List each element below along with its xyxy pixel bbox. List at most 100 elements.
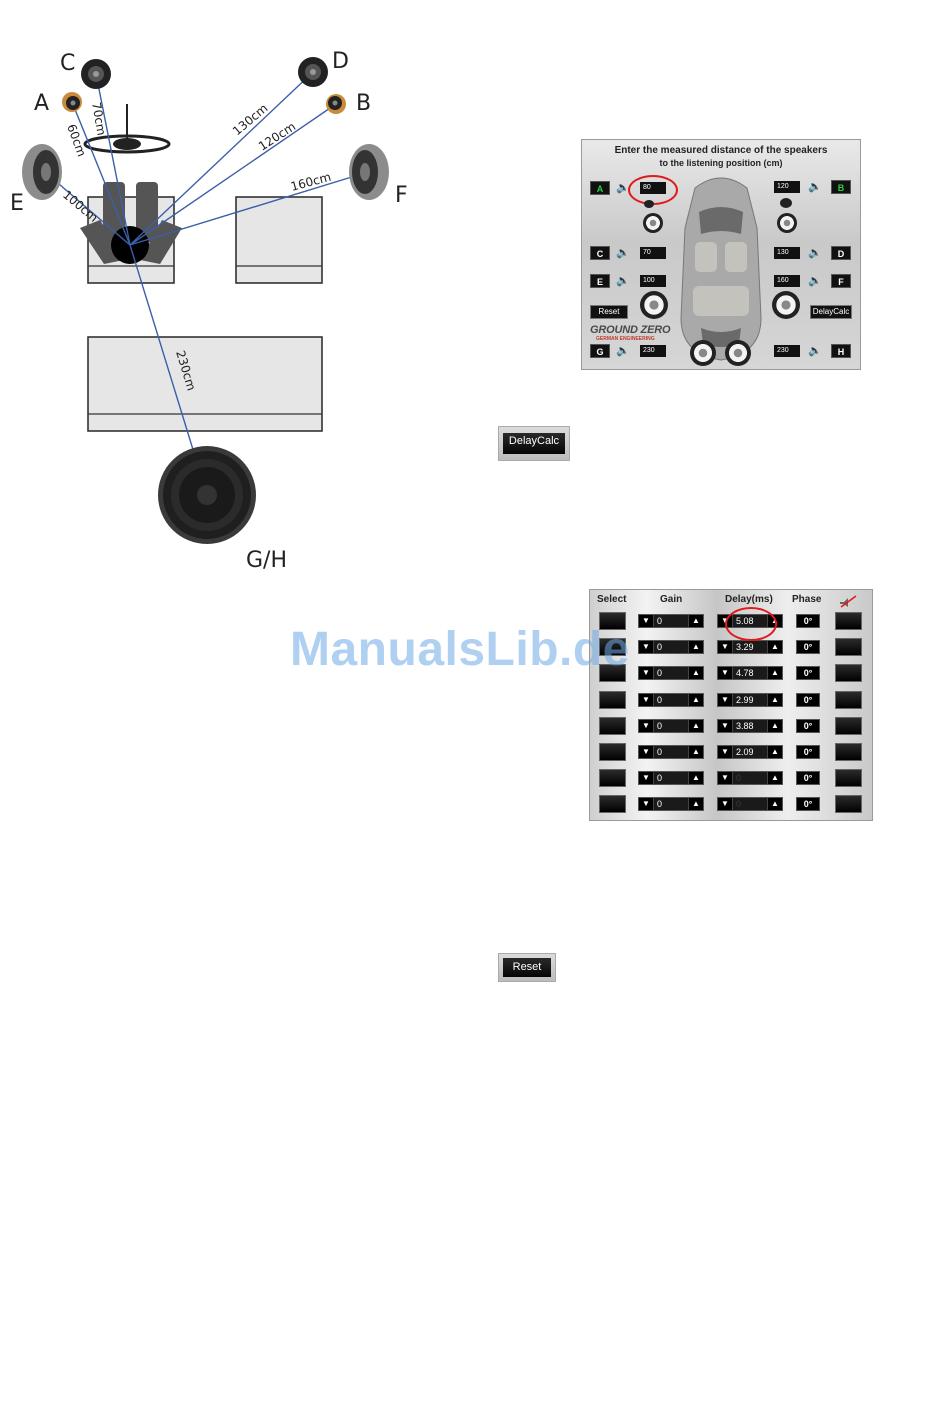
distance-d-input[interactable]: 130 xyxy=(774,247,800,259)
select-button[interactable] xyxy=(599,664,626,682)
select-button[interactable] xyxy=(599,691,626,709)
increase-icon[interactable]: ▲ xyxy=(692,695,700,704)
select-button[interactable] xyxy=(599,717,626,735)
gain-stepper[interactable]: ▼0▲ xyxy=(638,693,704,707)
distance-g-input[interactable]: 230 xyxy=(640,345,666,357)
gain-value[interactable]: 0 xyxy=(653,667,689,679)
channel-c-label[interactable]: C xyxy=(590,246,610,260)
decrease-icon[interactable]: ▼ xyxy=(721,616,729,625)
delay-value[interactable]: 0 xyxy=(732,798,768,810)
reset-button[interactable]: Reset xyxy=(590,305,628,319)
gain-stepper[interactable]: ▼0▲ xyxy=(638,745,704,759)
phase-button[interactable]: 0° xyxy=(796,745,820,759)
delay-value[interactable]: 4.78 xyxy=(732,667,768,679)
decrease-icon[interactable]: ▼ xyxy=(642,721,650,730)
gain-stepper[interactable]: ▼0▲ xyxy=(638,797,704,811)
reset-standalone-button[interactable]: Reset xyxy=(498,953,556,982)
delay-value[interactable]: 0 xyxy=(732,772,768,784)
delay-value[interactable]: 3.88 xyxy=(732,720,768,732)
increase-icon[interactable]: ▲ xyxy=(771,695,779,704)
gain-value[interactable]: 0 xyxy=(653,746,689,758)
increase-icon[interactable]: ▲ xyxy=(692,721,700,730)
mute-button[interactable] xyxy=(835,743,862,761)
gain-value[interactable]: 0 xyxy=(653,772,689,784)
phase-button[interactable]: 0° xyxy=(796,666,820,680)
select-button[interactable] xyxy=(599,769,626,787)
delaycalc-button[interactable]: DelayCalc xyxy=(498,426,570,461)
increase-icon[interactable]: ▲ xyxy=(692,747,700,756)
increase-icon[interactable]: ▲ xyxy=(771,668,779,677)
phase-button[interactable]: 0° xyxy=(796,797,820,811)
increase-icon[interactable]: ▲ xyxy=(692,642,700,651)
delaycalc-panel-button[interactable]: DelayCalc xyxy=(810,305,852,319)
decrease-icon[interactable]: ▼ xyxy=(721,668,729,677)
gain-stepper[interactable]: ▼0▲ xyxy=(638,666,704,680)
select-button[interactable] xyxy=(599,795,626,813)
distance-f-input[interactable]: 160 xyxy=(774,275,800,287)
gain-stepper[interactable]: ▼0▲ xyxy=(638,640,704,654)
increase-icon[interactable]: ▲ xyxy=(692,616,700,625)
decrease-icon[interactable]: ▼ xyxy=(642,642,650,651)
distance-c-input[interactable]: 70 xyxy=(640,247,666,259)
channel-f-label[interactable]: F xyxy=(831,274,851,288)
mute-button[interactable] xyxy=(835,691,862,709)
increase-icon[interactable]: ▲ xyxy=(771,799,779,808)
select-button[interactable] xyxy=(599,638,626,656)
channel-a-label[interactable]: A xyxy=(590,181,610,195)
select-button[interactable] xyxy=(599,612,626,630)
delay-stepper[interactable]: ▼0▲ xyxy=(717,771,783,785)
phase-button[interactable]: 0° xyxy=(796,693,820,707)
increase-icon[interactable]: ▲ xyxy=(692,773,700,782)
phase-button[interactable]: 0° xyxy=(796,614,820,628)
increase-icon[interactable]: ▲ xyxy=(771,747,779,756)
gain-value[interactable]: 0 xyxy=(653,694,689,706)
delay-value[interactable]: 3.29 xyxy=(732,641,768,653)
mute-button[interactable] xyxy=(835,795,862,813)
channel-g-label[interactable]: G xyxy=(590,344,610,358)
increase-icon[interactable]: ▲ xyxy=(771,642,779,651)
decrease-icon[interactable]: ▼ xyxy=(642,616,650,625)
delay-value[interactable]: 2.99 xyxy=(732,694,768,706)
gain-value[interactable]: 0 xyxy=(653,798,689,810)
decrease-icon[interactable]: ▼ xyxy=(721,721,729,730)
mute-icon[interactable] xyxy=(838,594,858,608)
decrease-icon[interactable]: ▼ xyxy=(721,773,729,782)
phase-button[interactable]: 0° xyxy=(796,640,820,654)
channel-b-label[interactable]: B xyxy=(831,180,851,194)
increase-icon[interactable]: ▲ xyxy=(692,668,700,677)
decrease-icon[interactable]: ▼ xyxy=(642,695,650,704)
distance-b-input[interactable]: 120 xyxy=(774,181,800,193)
decrease-icon[interactable]: ▼ xyxy=(642,773,650,782)
channel-d-label[interactable]: D xyxy=(831,246,851,260)
mute-button[interactable] xyxy=(835,717,862,735)
gain-stepper[interactable]: ▼0▲ xyxy=(638,771,704,785)
select-button[interactable] xyxy=(599,743,626,761)
gain-value[interactable]: 0 xyxy=(653,615,689,627)
decrease-icon[interactable]: ▼ xyxy=(721,747,729,756)
increase-icon[interactable]: ▲ xyxy=(692,799,700,808)
channel-e-label[interactable]: E xyxy=(590,274,610,288)
distance-h-input[interactable]: 230 xyxy=(774,345,800,357)
delay-stepper[interactable]: ▼3.29▲ xyxy=(717,640,783,654)
gain-stepper[interactable]: ▼0▲ xyxy=(638,614,704,628)
mute-button[interactable] xyxy=(835,612,862,630)
decrease-icon[interactable]: ▼ xyxy=(642,799,650,808)
phase-button[interactable]: 0° xyxy=(796,719,820,733)
channel-h-label[interactable]: H xyxy=(831,344,851,358)
delay-stepper[interactable]: ▼3.88▲ xyxy=(717,719,783,733)
decrease-icon[interactable]: ▼ xyxy=(721,799,729,808)
increase-icon[interactable]: ▲ xyxy=(771,773,779,782)
mute-button[interactable] xyxy=(835,769,862,787)
gain-value[interactable]: 0 xyxy=(653,720,689,732)
decrease-icon[interactable]: ▼ xyxy=(642,668,650,677)
delay-stepper[interactable]: ▼4.78▲ xyxy=(717,666,783,680)
mute-button[interactable] xyxy=(835,638,862,656)
delay-stepper[interactable]: ▼2.99▲ xyxy=(717,693,783,707)
increase-icon[interactable]: ▲ xyxy=(771,721,779,730)
delay-stepper[interactable]: ▼0▲ xyxy=(717,797,783,811)
decrease-icon[interactable]: ▼ xyxy=(642,747,650,756)
delay-stepper[interactable]: ▼2.09▲ xyxy=(717,745,783,759)
distance-e-input[interactable]: 100 xyxy=(640,275,666,287)
mute-button[interactable] xyxy=(835,664,862,682)
gain-stepper[interactable]: ▼0▲ xyxy=(638,719,704,733)
